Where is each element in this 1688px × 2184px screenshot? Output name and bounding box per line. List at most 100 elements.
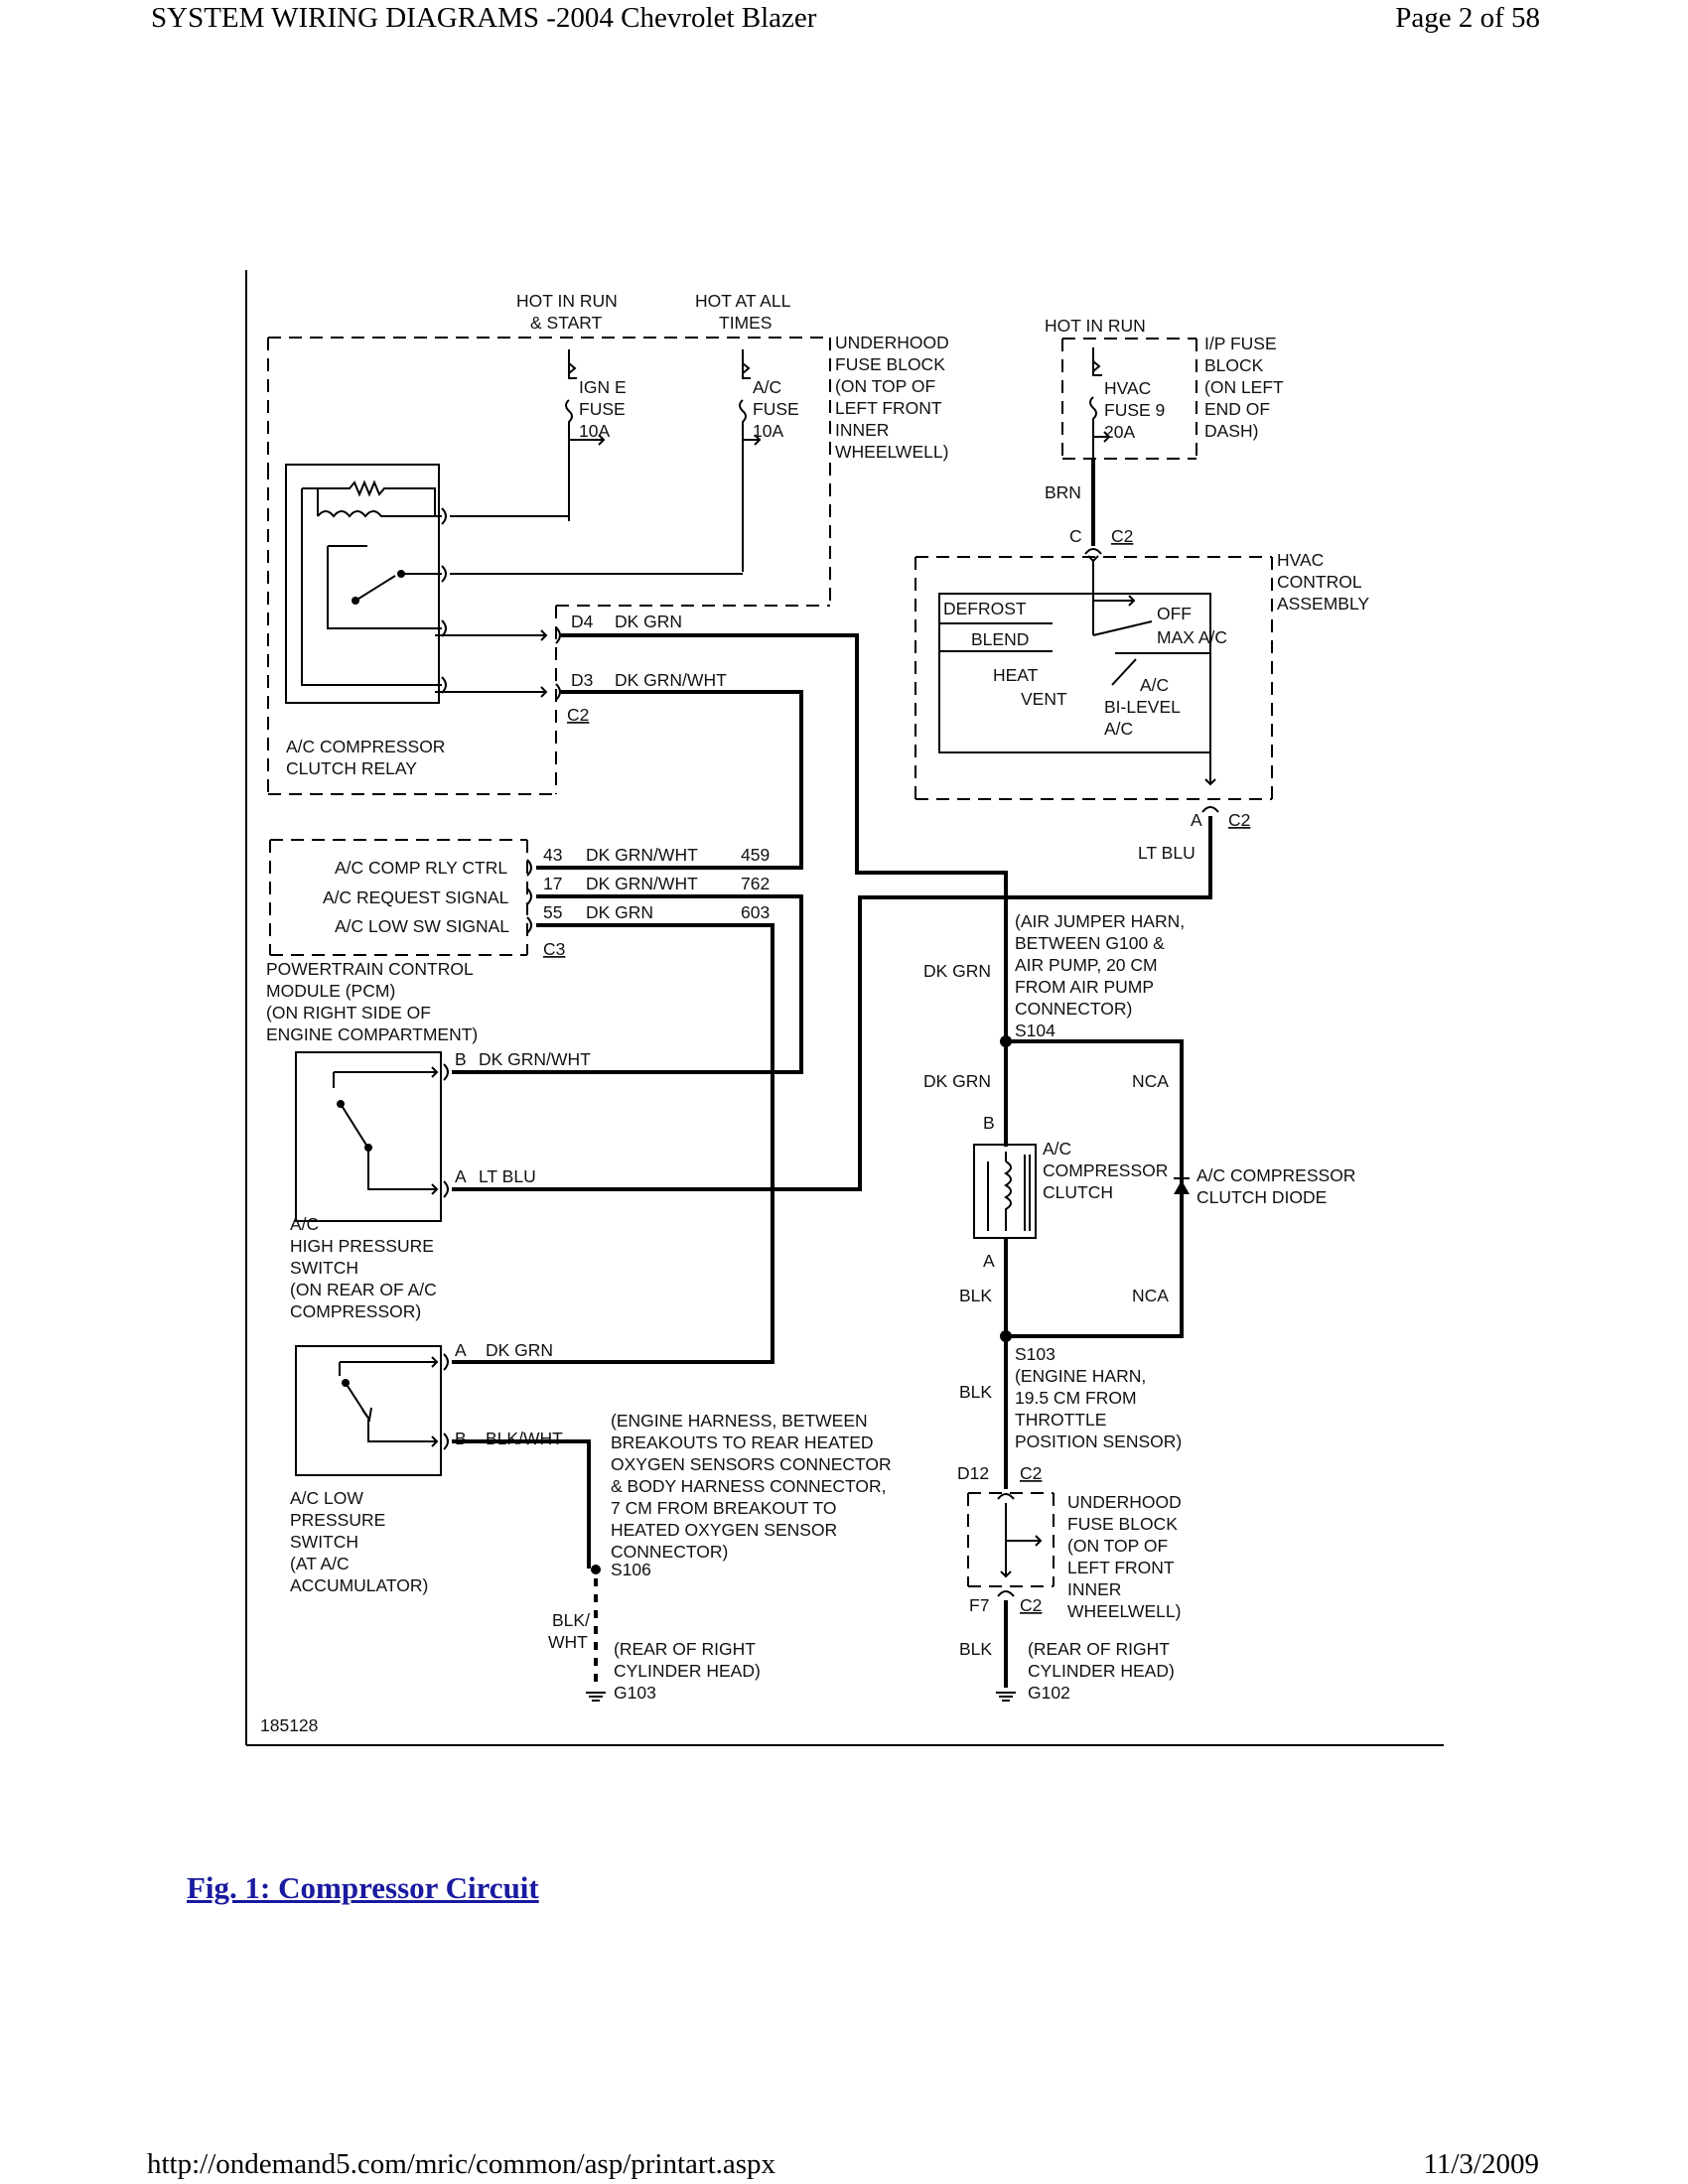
underhood-label-line2: FUSE BLOCK bbox=[835, 354, 945, 374]
relay-connector: C2 bbox=[567, 705, 589, 725]
diode-label-line2: CLUTCH DIODE bbox=[1196, 1187, 1327, 1207]
hp-wire-a: LT BLU bbox=[479, 1166, 536, 1186]
pcm-row3-circuit: 603 bbox=[741, 902, 770, 922]
hvac-wire-brn: BRN bbox=[1045, 482, 1081, 502]
gs-note-line4: POSITION SENSOR) bbox=[1015, 1432, 1182, 1451]
hp-pin-b: B bbox=[455, 1049, 467, 1069]
pcm-module: A/C COMP RLY CTRL A/C REQUEST SIGNAL A/C… bbox=[266, 839, 770, 1044]
hvac-label-line1: HVAC bbox=[1277, 550, 1324, 570]
pcm-row1-wire: DK GRN/WHT bbox=[586, 845, 698, 865]
gs-conn-d12: C2 bbox=[1020, 1463, 1042, 1483]
eh-ground-note-line1: (REAR OF RIGHT bbox=[614, 1639, 756, 1659]
hot-run-start-line2: & START bbox=[530, 313, 603, 333]
hvac-pin-c: C bbox=[1069, 526, 1082, 546]
relay-label-line1: A/C COMPRESSOR bbox=[286, 737, 445, 756]
pcm-label-line4: ENGINE COMPARTMENT) bbox=[266, 1024, 478, 1044]
pcm-row1-circuit: 459 bbox=[741, 845, 770, 865]
underhood-label-line1: UNDERHOOD bbox=[835, 333, 949, 352]
eh-wire-line1: BLK/ bbox=[552, 1610, 590, 1630]
relay-wire-d4: DK GRN bbox=[615, 612, 682, 631]
clutch-label-line2: COMPRESSOR bbox=[1043, 1160, 1168, 1180]
gs-wire-blk2: BLK bbox=[959, 1639, 992, 1659]
air-jumper-line1: (AIR JUMPER HARN, bbox=[1015, 911, 1185, 931]
lp-label-line1: A/C LOW bbox=[290, 1488, 363, 1508]
hvac-vent: VENT bbox=[1021, 689, 1067, 709]
gs-ground-note-line1: (REAR OF RIGHT bbox=[1028, 1639, 1170, 1659]
hot-all-times-line1: HOT AT ALL bbox=[695, 291, 791, 311]
low-pressure-switch: A DK GRN B BLK/WHT A/C LOW PRESSURE SWIT… bbox=[290, 1340, 591, 1595]
gs-underhood-line2: FUSE BLOCK bbox=[1067, 1514, 1178, 1534]
hvac-off: OFF bbox=[1157, 604, 1192, 623]
eh-note-line5: 7 CM FROM BREAKOUT TO bbox=[611, 1498, 837, 1518]
ip-block-line3: (ON LEFT bbox=[1204, 377, 1284, 397]
eh-note-line7: CONNECTOR) bbox=[611, 1542, 728, 1562]
ign-fuse-line3: 10A bbox=[579, 421, 610, 441]
figure-id: 185128 bbox=[260, 1715, 318, 1735]
hvac-label-line3: ASSEMBLY bbox=[1277, 594, 1369, 614]
ac-fuse-line3: 10A bbox=[753, 421, 783, 441]
hp-pin-a: A bbox=[455, 1166, 467, 1186]
relay-pin-d4: D4 bbox=[571, 612, 594, 631]
clutch-wire-bottom: BLK bbox=[959, 1286, 992, 1305]
eh-ground-note-line2: CYLINDER HEAD) bbox=[614, 1661, 761, 1681]
hvac-bi-level: BI-LEVEL bbox=[1104, 697, 1181, 717]
ign-fuse-line2: FUSE bbox=[579, 399, 626, 419]
hvac-ac: A/C bbox=[1140, 675, 1169, 695]
relay-label-line2: CLUTCH RELAY bbox=[286, 758, 417, 778]
document-title: SYSTEM WIRING DIAGRAMS -2004 Chevrolet B… bbox=[151, 2, 817, 34]
pcm-row2-circuit: 762 bbox=[741, 874, 770, 893]
hvac-fuse-line1: HVAC bbox=[1104, 378, 1151, 398]
gs-pin-d12: D12 bbox=[957, 1463, 989, 1483]
pcm-row1-pin: 43 bbox=[543, 845, 562, 865]
air-jumper-line5: CONNECTOR) bbox=[1015, 999, 1132, 1019]
air-jumper-line2: BETWEEN G100 & bbox=[1015, 933, 1165, 953]
gs-note-line2: 19.5 CM FROM bbox=[1015, 1388, 1137, 1408]
hvac-conn-a: C2 bbox=[1228, 810, 1250, 830]
ip-block-line2: BLOCK bbox=[1204, 355, 1264, 375]
hvac-pin-a: A bbox=[1191, 810, 1202, 830]
hvac-blend: BLEND bbox=[971, 629, 1029, 649]
pcm-row1-name: A/C COMP RLY CTRL bbox=[335, 858, 507, 878]
lp-label-line2: PRESSURE bbox=[290, 1510, 385, 1530]
hvac-heat: HEAT bbox=[993, 665, 1039, 685]
hvac-conn-c: C2 bbox=[1111, 526, 1133, 546]
ip-fuse-block: HOT IN RUN HVAC FUSE 9 20A I/P FUSE BLOC… bbox=[1045, 316, 1284, 460]
footer-url: http://ondemand5.com/mric/common/asp/pri… bbox=[147, 2148, 776, 2180]
lp-label-line3: SWITCH bbox=[290, 1532, 358, 1552]
clutch-pin-b: B bbox=[983, 1113, 995, 1133]
gs-underhood-line5: INNER bbox=[1067, 1579, 1121, 1599]
splice-s103-dot bbox=[1000, 1330, 1012, 1342]
clutch-nca-top: NCA bbox=[1132, 1071, 1169, 1091]
figure-caption-link[interactable]: Fig. 1: Compressor Circuit bbox=[187, 1870, 539, 1905]
pcm-row2-wire: DK GRN/WHT bbox=[586, 874, 698, 893]
hvac-fuse-line3: 20A bbox=[1104, 422, 1135, 442]
gs-conn-f7: C2 bbox=[1020, 1595, 1042, 1615]
lp-pin-b: B bbox=[455, 1429, 467, 1448]
ip-block-line4: END OF bbox=[1204, 399, 1270, 419]
eh-note-line4: & BODY HARNESS CONNECTOR, bbox=[611, 1476, 886, 1496]
air-jumper-wire: DK GRN bbox=[923, 961, 991, 981]
pcm-label-line3: (ON RIGHT SIDE OF bbox=[266, 1003, 431, 1023]
pcm-row3-pin: 55 bbox=[543, 902, 562, 922]
eh-ground-g103: G103 bbox=[614, 1683, 656, 1703]
ip-block-line1: I/P FUSE bbox=[1204, 334, 1277, 353]
ac-fuse-line1: A/C bbox=[753, 377, 781, 397]
hvac-max-ac: MAX A/C bbox=[1157, 627, 1227, 647]
gs-ground-note-line2: CYLINDER HEAD) bbox=[1028, 1661, 1175, 1681]
hp-label-line2: HIGH PRESSURE bbox=[290, 1236, 434, 1256]
lp-pin-a: A bbox=[455, 1340, 467, 1360]
pcm-row2-name: A/C REQUEST SIGNAL bbox=[323, 887, 509, 907]
engine-harness-ground: (ENGINE HARNESS, BETWEEN BREAKOUTS TO RE… bbox=[548, 1411, 892, 1703]
lp-wire-b: BLK/WHT bbox=[486, 1429, 563, 1448]
eh-note-line1: (ENGINE HARNESS, BETWEEN bbox=[611, 1411, 868, 1431]
ign-fuse-line1: IGN E bbox=[579, 377, 627, 397]
hvac-defrost: DEFROST bbox=[943, 599, 1027, 618]
lp-wire-a: DK GRN bbox=[486, 1340, 553, 1360]
clutch-label-line3: CLUTCH bbox=[1043, 1182, 1113, 1202]
hot-in-run-label: HOT IN RUN bbox=[1045, 316, 1146, 336]
hvac-label-line2: CONTROL bbox=[1277, 572, 1362, 592]
eh-splice-s106: S106 bbox=[611, 1560, 651, 1579]
underhood-label-line4: LEFT FRONT bbox=[835, 398, 942, 418]
hvac-wire-lt-blu: LT BLU bbox=[1138, 843, 1196, 863]
